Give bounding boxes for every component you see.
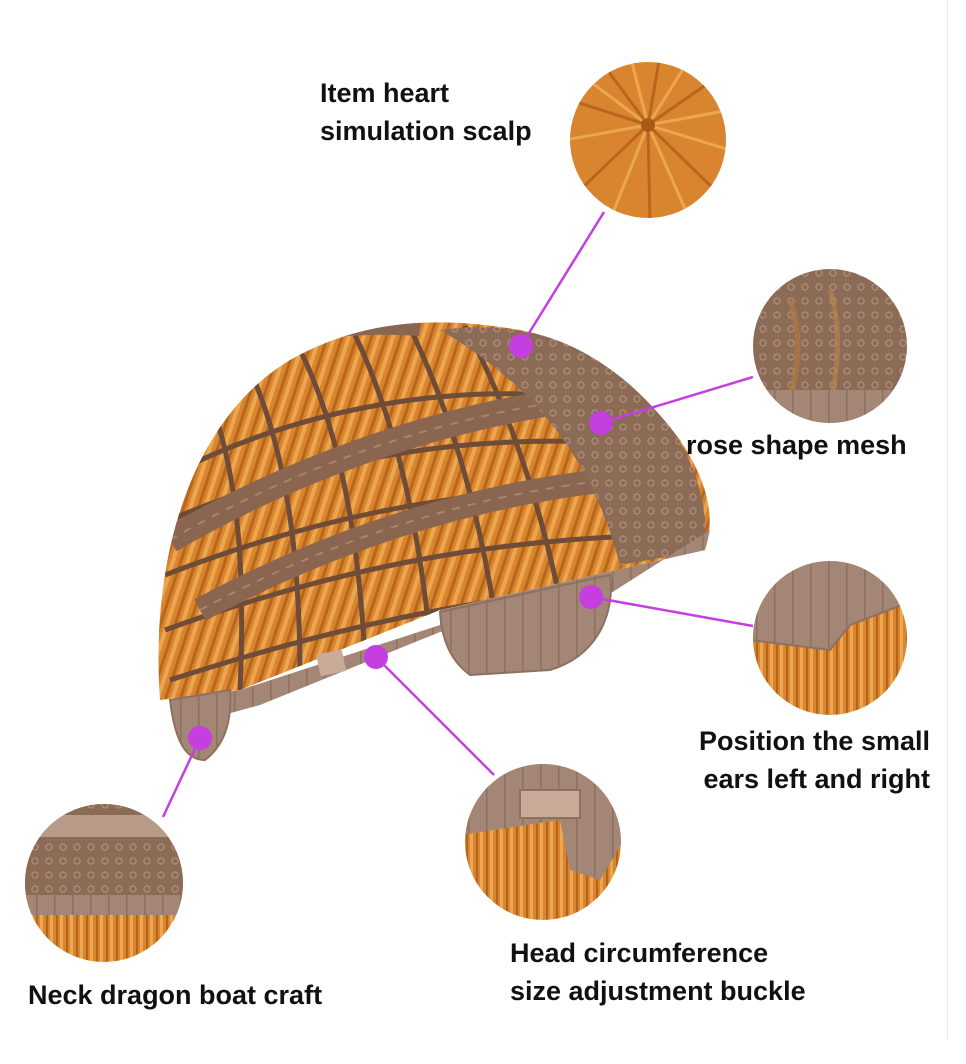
label-neck-line-1: Neck dragon boat craft xyxy=(28,980,323,1010)
label-buckle-line-1: Head circumference xyxy=(510,938,769,968)
label-scalp-line-2: simulation scalp xyxy=(320,116,532,146)
wig-cap-illustration xyxy=(158,322,710,762)
label-mesh: rose shape mesh xyxy=(686,426,907,464)
right-edge-divider xyxy=(947,0,948,1040)
detail-image-mesh xyxy=(753,269,907,423)
detail-image-neck xyxy=(25,804,183,962)
label-ears: Position the small ears left and right xyxy=(640,722,930,798)
callout-dot-ears xyxy=(579,585,603,609)
detail-image-scalp xyxy=(570,62,726,218)
callout-lines xyxy=(161,211,754,818)
callout-dot-neck xyxy=(188,726,212,750)
label-neck: Neck dragon boat craft xyxy=(28,976,322,1014)
label-scalp: Item heart simulation scalp xyxy=(320,74,532,150)
detail-image-ears xyxy=(753,561,907,715)
callout-dot-mesh xyxy=(589,411,613,435)
label-scalp-line-1: Item heart xyxy=(320,78,450,108)
callout-dot-buckle xyxy=(364,645,388,669)
callout-dot-scalp xyxy=(509,334,533,358)
label-buckle: Head circumference size adjustment buckl… xyxy=(510,934,806,1010)
label-ears-line-1: Position the small xyxy=(698,726,930,756)
label-buckle-line-2: size adjustment buckle xyxy=(510,976,806,1006)
detail-image-buckle xyxy=(465,764,621,920)
label-mesh-line-1: rose shape mesh xyxy=(686,430,907,460)
label-ears-line-2: ears left and right xyxy=(703,764,930,794)
